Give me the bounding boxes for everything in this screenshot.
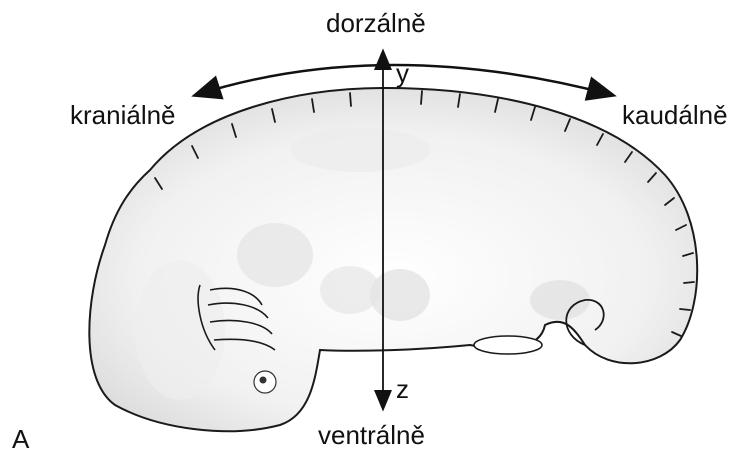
eye-pupil (260, 377, 267, 384)
organ-blob (530, 280, 590, 320)
label-cranial: kraniálně (70, 102, 176, 128)
organ-blob (237, 223, 313, 287)
organ-blob (370, 269, 430, 321)
label-caudal: kaudálně (622, 102, 728, 128)
label-axis-z: z (396, 376, 409, 402)
label-dorsal: dorzálně (326, 10, 426, 36)
umbilical-ellipse (474, 336, 542, 354)
label-axis-y: y (396, 60, 409, 86)
panel-letter: A (12, 426, 29, 452)
organ-blob (135, 260, 225, 400)
label-ventral: ventrálně (318, 422, 425, 448)
organ-blob (290, 128, 430, 172)
